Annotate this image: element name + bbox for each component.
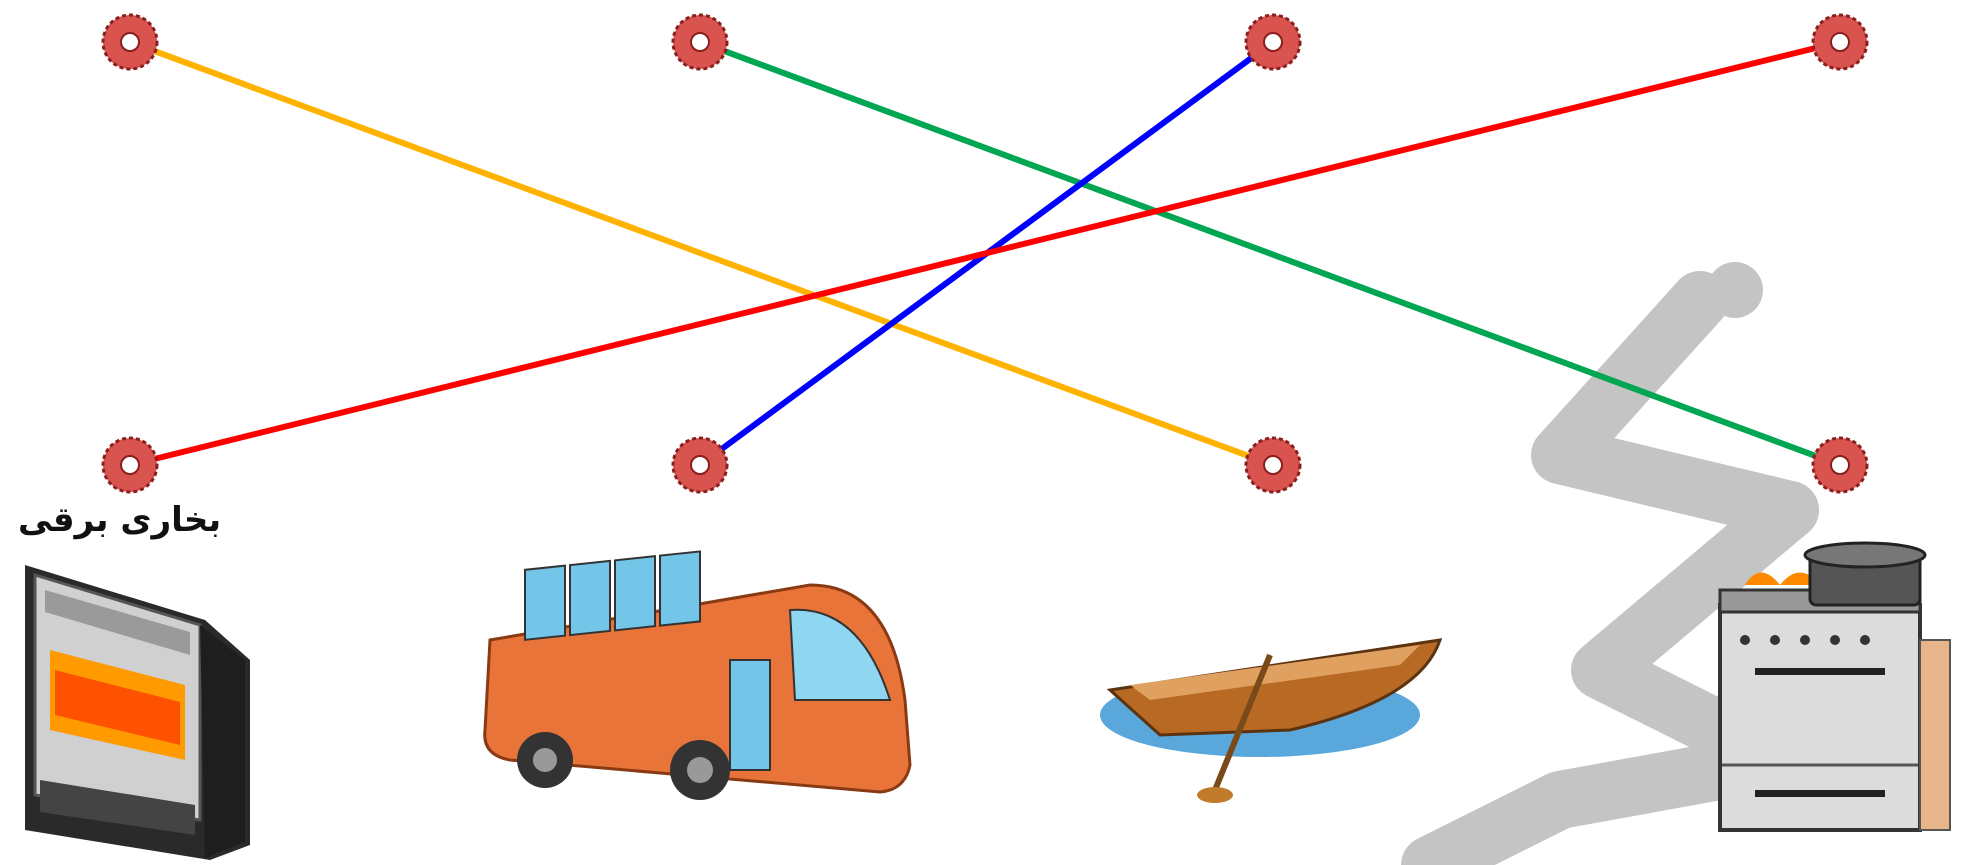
electric-heater-icon — [25, 565, 250, 860]
top-dot-4[interactable] — [1811, 13, 1869, 71]
top-dot-2[interactable] — [671, 13, 729, 71]
bottom-dot-4[interactable] — [1811, 436, 1869, 494]
bottom-dot-1[interactable] — [101, 436, 159, 494]
stove-icon — [1718, 541, 1951, 832]
bottom-dot-2[interactable] — [671, 436, 729, 494]
connection-line-2 — [697, 39, 1843, 468]
rowboat-icon — [1100, 638, 1443, 803]
connection-line-4 — [127, 39, 1843, 468]
connection-line-1 — [127, 39, 1276, 468]
bottom-dot-3[interactable] — [1244, 436, 1302, 494]
top-dot-3[interactable] — [1244, 13, 1302, 71]
top-dot-1[interactable] — [101, 13, 159, 71]
electric-heater-label: بخاری برقی — [18, 500, 222, 540]
bus-icon — [483, 550, 912, 800]
